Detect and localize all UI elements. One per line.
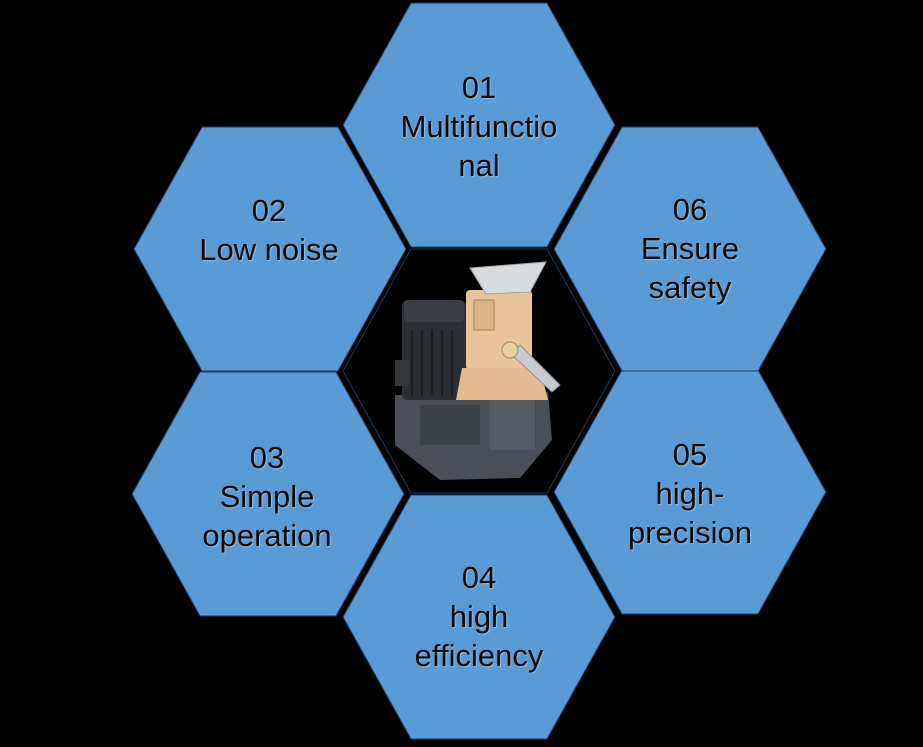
hexagon-01: [342, 2, 616, 248]
hexagon-06: [553, 126, 827, 372]
motor: [402, 300, 466, 400]
hex-label-02: 02 Low noise: [154, 191, 384, 269]
hex-number-04: 04: [461, 560, 497, 595]
hex-label-03: 03 Simple operation: [187, 438, 347, 555]
hex-text-02: Low noise: [199, 232, 339, 267]
hex-number-01: 01: [461, 70, 497, 105]
hex-number-06: 06: [672, 192, 708, 227]
hex-text-01: Multifunctional: [400, 109, 558, 183]
hex-text-05: high-precision: [627, 476, 753, 550]
hexagon-02: [133, 126, 407, 372]
hex-number-05: 05: [672, 437, 708, 472]
hexagon-04: [342, 494, 616, 740]
hex-text-03: Simple operation: [202, 479, 332, 553]
hex-number-03: 03: [249, 440, 285, 475]
hopper: [469, 261, 547, 295]
hex-text-06: Ensure safety: [640, 231, 740, 305]
hex-label-05: 05 high-precision: [615, 435, 765, 552]
hex-text-04: high efficiency: [414, 599, 544, 673]
hex-label-06: 06 Ensure safety: [615, 190, 765, 307]
hex-label-04: 04 high efficiency: [399, 558, 559, 675]
hex-number-02: 02: [251, 193, 287, 228]
pellet-mill-machine-icon: [395, 261, 561, 480]
hexagon-03: [131, 371, 405, 617]
hex-label-01: 01 Multifunctional: [399, 68, 559, 185]
